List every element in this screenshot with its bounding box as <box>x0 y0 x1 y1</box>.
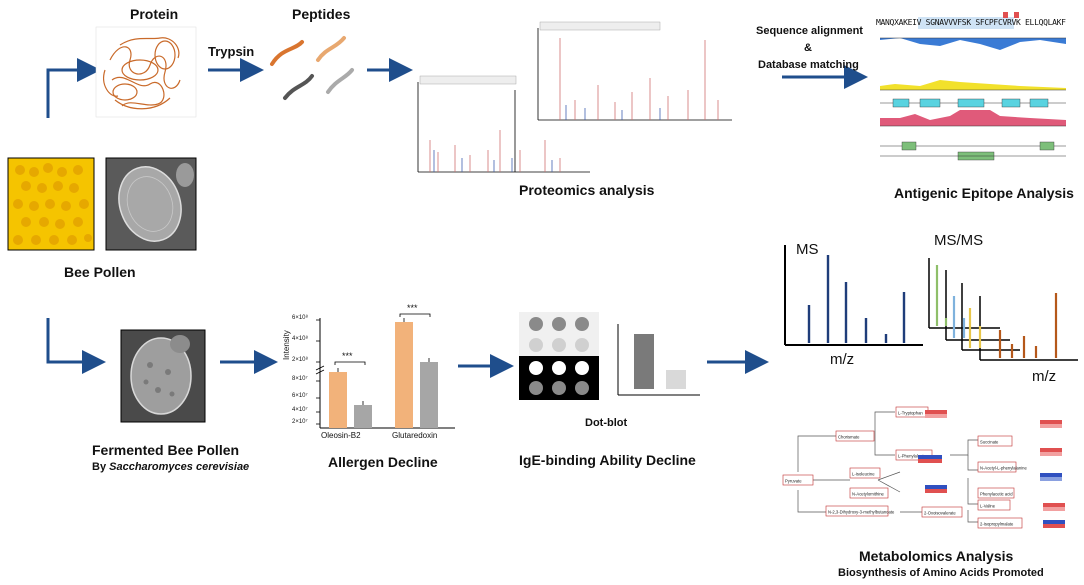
msms-xaxis-label: m/z <box>1032 368 1057 385</box>
metabolite-node-box <box>825 505 889 517</box>
msms-label: MS/MS <box>934 232 984 249</box>
track-blue <box>880 38 1066 50</box>
protein-label: Protein <box>130 6 179 22</box>
metabolomics-pathway <box>797 411 978 523</box>
dotblot-bar-fermented <box>666 370 686 389</box>
metabolite-node-label: L-Valine <box>980 504 996 509</box>
track-red <box>880 110 1066 126</box>
flow-arrows <box>46 58 868 378</box>
y-tick-label: 6×10⁷ <box>292 393 308 399</box>
metabolite-node-box <box>977 499 1011 511</box>
bee-pollen-label: Bee Pollen <box>64 264 136 280</box>
bee-pollen-photo <box>7 157 95 251</box>
pollen-sem-image <box>105 157 197 251</box>
peptides-image <box>270 36 354 100</box>
metabolite-node-label: L-Phenylalanine <box>898 454 929 459</box>
metabolite-node-label: 2-Oxoisovalerate <box>924 511 956 516</box>
dot-blot-top-dots <box>529 317 589 352</box>
database-matching-label: Database matching <box>758 59 859 71</box>
fermented-bee-pollen-label: Fermented Bee Pollen <box>92 442 240 458</box>
y-tick-label: 6×10⁸ <box>292 315 309 321</box>
bar-chart-ylabel: Intensity <box>282 330 291 360</box>
y-tick-label: 8×10⁷ <box>292 376 308 382</box>
metabolite-node-box <box>921 506 963 518</box>
arrow-pollen-to-fermented <box>46 318 106 374</box>
ampersand-label: & <box>804 42 812 54</box>
metabolite-node-box <box>849 467 881 479</box>
bar-category-label-1: Oleosin-B2 <box>321 431 361 440</box>
ms-plot <box>784 245 923 346</box>
bar-glutaredoxin-control <box>395 322 413 428</box>
peptides-label: Peptides <box>292 6 351 22</box>
bar-category-label-2: Glutaredoxin <box>392 431 438 440</box>
metabolite-node-label: L-Isoleucine <box>852 472 875 477</box>
proteomics-spectra <box>417 21 734 173</box>
sig-bracket-1 <box>334 361 366 365</box>
metabolite-node-label: Phenylacetic acid <box>980 492 1013 497</box>
y-tick-label: 4×10⁸ <box>292 336 309 342</box>
allergen-bar-chart <box>315 313 455 429</box>
metabolite-node-label: Succinate <box>980 440 999 445</box>
spectrum-front <box>417 75 590 173</box>
epitope-highlight-box <box>918 17 1014 29</box>
sequence-alignment-label: Sequence alignment <box>756 25 863 37</box>
bar-glutaredoxin-fermented <box>420 362 438 428</box>
peptide-3 <box>283 74 314 100</box>
metabolite-node-label: N-Acetylornithine <box>852 492 885 497</box>
y-tick-label: 2×10⁷ <box>292 419 308 425</box>
sig-label-1: *** <box>342 351 353 361</box>
metabolite-node-label: 2-Isopropylmalate <box>980 522 1014 527</box>
metabolomics-heatmaps <box>918 410 1065 528</box>
metabolite-node-box <box>782 474 814 486</box>
peptide-4 <box>326 68 354 94</box>
track-yellow <box>880 80 1066 90</box>
dot-blot-mini-chart <box>617 324 700 396</box>
peptide-2 <box>316 36 346 62</box>
dot-blot-label: Dot-blot <box>585 417 628 429</box>
metabolomics-nodes: Chorismate L-TryptophanL-PhenylalaninePyr… <box>782 406 1027 529</box>
fermented-sem-image <box>120 329 206 423</box>
proteomics-label: Proteomics analysis <box>519 182 655 198</box>
allergen-decline-label: Allergen Decline <box>328 454 438 470</box>
trypsin-label: Trypsin <box>208 44 255 59</box>
y-tick-label: 4×10⁷ <box>292 407 308 413</box>
metabolite-node-label: Pyruvate <box>785 479 802 484</box>
metabolite-node-label: N-2,3-Dihydroxy-3-methylbutanoate <box>828 510 895 515</box>
spectrum-back <box>536 21 734 122</box>
msms-plot <box>928 258 1078 361</box>
dotblot-bar-control <box>634 334 654 389</box>
metabolite-node-box <box>977 461 1017 473</box>
metabolite-node-box <box>977 435 1013 447</box>
y-tick-label: 2×10⁸ <box>292 357 309 363</box>
metabolite-node-box <box>977 517 1023 529</box>
sig-bracket-2 <box>399 313 431 317</box>
yeast-species-label: By Saccharomyces cerevisiae <box>92 461 250 473</box>
ms-xaxis-label: m/z <box>830 351 855 368</box>
epitope-tracks <box>876 12 1066 161</box>
metabolite-node-box <box>835 430 875 442</box>
sig-label-2: *** <box>407 303 418 313</box>
metabolite-node-label: N-Acetyl-L-phenylalanine <box>980 466 1027 471</box>
bar-oleosin-control <box>329 372 347 428</box>
dot-blot-image <box>519 312 599 400</box>
biosynthesis-label: Biosynthesis of Amino Acids Promoted <box>838 567 1044 579</box>
dot-blot-bottom-dots <box>529 361 589 395</box>
protein-structure-image <box>95 26 197 118</box>
metabolite-node-label: L-Tryptophan <box>898 411 923 416</box>
metabolite-node-box <box>849 487 889 499</box>
arrow-pollen-to-protein <box>46 58 101 118</box>
metabolomics-label: Metabolomics Analysis <box>859 548 1014 564</box>
metabolite-node-label: Chorismate <box>838 435 860 440</box>
ms-label: MS <box>796 241 819 258</box>
bar-oleosin-fermented <box>354 405 372 428</box>
epitope-sequence-text: MANQXAKEIV SGNAVVVFSK SFCPFCVRVK ELLQQLA… <box>876 18 1066 27</box>
ige-binding-label: IgE-binding Ability Decline <box>519 452 696 468</box>
metabolite-node-box <box>977 487 1015 499</box>
epitope-analysis-label: Antigenic Epitope Analysis <box>894 185 1074 201</box>
peptide-1 <box>270 40 304 66</box>
